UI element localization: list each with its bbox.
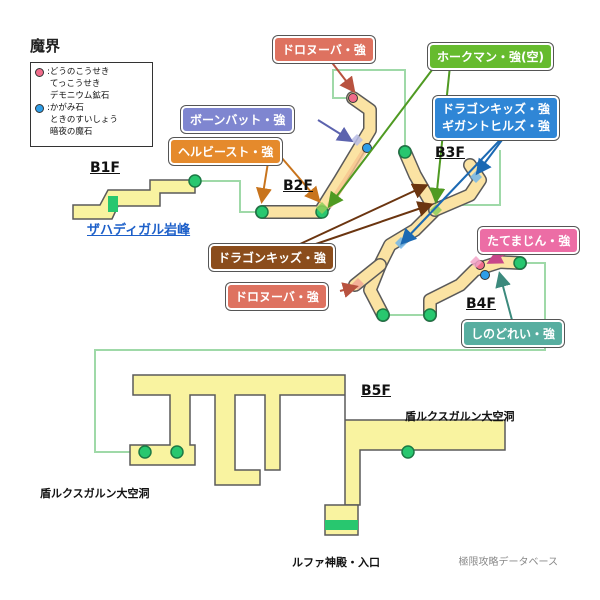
monster-tag-dragonkids-gigant: ドラゴンキッズ・強 ギガントヒルズ・強 <box>433 96 560 140</box>
legend-pink-line: デモニウム鉱石 <box>49 91 110 101</box>
warp-point <box>376 308 390 322</box>
legend-pink-line: どうのこうせき <box>49 67 110 77</box>
legend-blue-line: 暗夜の魔石 <box>49 127 93 137</box>
monster-tag-hawkman: ホークマン・強(空) <box>428 43 553 70</box>
warp-point <box>513 256 527 270</box>
monster-tag-bonebat: ボーンバット・強 <box>181 106 295 133</box>
monster-tag-line: ギガントヒルズ・強 <box>442 119 551 133</box>
legend-blue-text: かがみ石 ときのすいしょう 暗夜の魔石 <box>50 102 118 138</box>
map-title: 魔界 <box>30 37 61 55</box>
warp-point <box>138 445 152 459</box>
b1f-corridor <box>72 179 196 220</box>
legend-blue-line: かがみ石 <box>49 103 84 113</box>
floor-label-b5f: B5F <box>361 383 391 399</box>
monster-spot-icon <box>351 134 363 146</box>
monster-tag-line: ドラゴンキッズ・強 <box>442 102 551 116</box>
floor-label-b2f: B2F <box>283 178 313 194</box>
b5f-corridor <box>129 374 506 536</box>
monster-spot-icon <box>316 202 328 214</box>
zahadi-link[interactable]: ザハディガル岩峰 <box>87 223 191 238</box>
monster-tag-shinodorei: しのどれい・強 <box>462 320 565 347</box>
floor-label-b4f: B4F <box>466 296 496 312</box>
warp-point <box>401 445 415 459</box>
monster-spot-icon <box>470 256 482 268</box>
cave-label-right: 盾ルクスガルン大空洞 <box>405 410 515 423</box>
blue-ore-icon <box>362 143 372 153</box>
legend-blue-line: ときのすいしょう <box>49 115 118 125</box>
monster-tag-dragonkids: ドラゴンキッズ・強 <box>209 244 336 271</box>
ore-legend: : どうのこうせき てっこうせき デモニウム鉱石 : かがみ石 ときのすいしょう… <box>30 62 153 147</box>
legend-row-pink: : どうのこうせき てっこうせき デモニウム鉱石 <box>35 66 148 102</box>
monster-tag-drohnuba-bottom: ドロヌーバ・強 <box>226 283 328 310</box>
warp-point <box>188 174 202 188</box>
warp-points <box>138 145 527 459</box>
entrance-label: ルファ神殿・入口 <box>292 556 380 569</box>
legend-pink-text: どうのこうせき てっこうせき デモニウム鉱石 <box>50 66 110 102</box>
legend-pink-line: てっこうせき <box>49 79 101 89</box>
floor-label-b1f: B1F <box>90 160 120 176</box>
legend-blue-prefix: : <box>47 103 50 113</box>
legend-pink-prefix: : <box>47 67 50 77</box>
pink-ore-icon <box>348 93 358 103</box>
monster-tag-hellbeast: ヘルビースト・強 <box>169 138 283 165</box>
blue-ore-icon <box>480 270 490 280</box>
warp-point <box>170 445 184 459</box>
floor-label-b3f: B3F <box>435 145 465 161</box>
credit-text: 極限攻略データベース <box>458 557 559 568</box>
warp-point <box>423 308 437 322</box>
cave-label-left: 盾ルクスガルン大空洞 <box>40 487 150 500</box>
monster-tag-tatemajin: たてまじん・強 <box>478 227 580 254</box>
warp-point <box>398 145 412 159</box>
monster-tag-drohnuba-top: ドロヌーバ・強 <box>273 36 375 63</box>
blue-ore-icon <box>35 104 44 113</box>
legend-row-blue: : かがみ石 ときのすいしょう 暗夜の魔石 <box>35 102 148 138</box>
pink-ore-icon <box>35 68 44 77</box>
warp-point <box>255 205 269 219</box>
